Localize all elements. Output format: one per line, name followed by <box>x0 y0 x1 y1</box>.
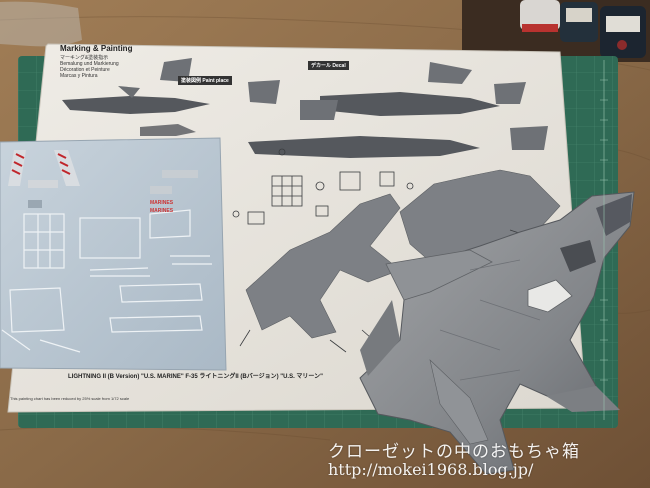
aircraft-model <box>359 191 635 475</box>
decal-markings <box>8 150 198 208</box>
decal-frame-lines <box>1 209 212 353</box>
paint-bottles <box>520 0 646 58</box>
side-profile-views <box>62 58 548 158</box>
decal-sheet <box>0 137 227 371</box>
glass-jar <box>0 1 82 47</box>
mat-ruler-ticks <box>600 60 608 420</box>
